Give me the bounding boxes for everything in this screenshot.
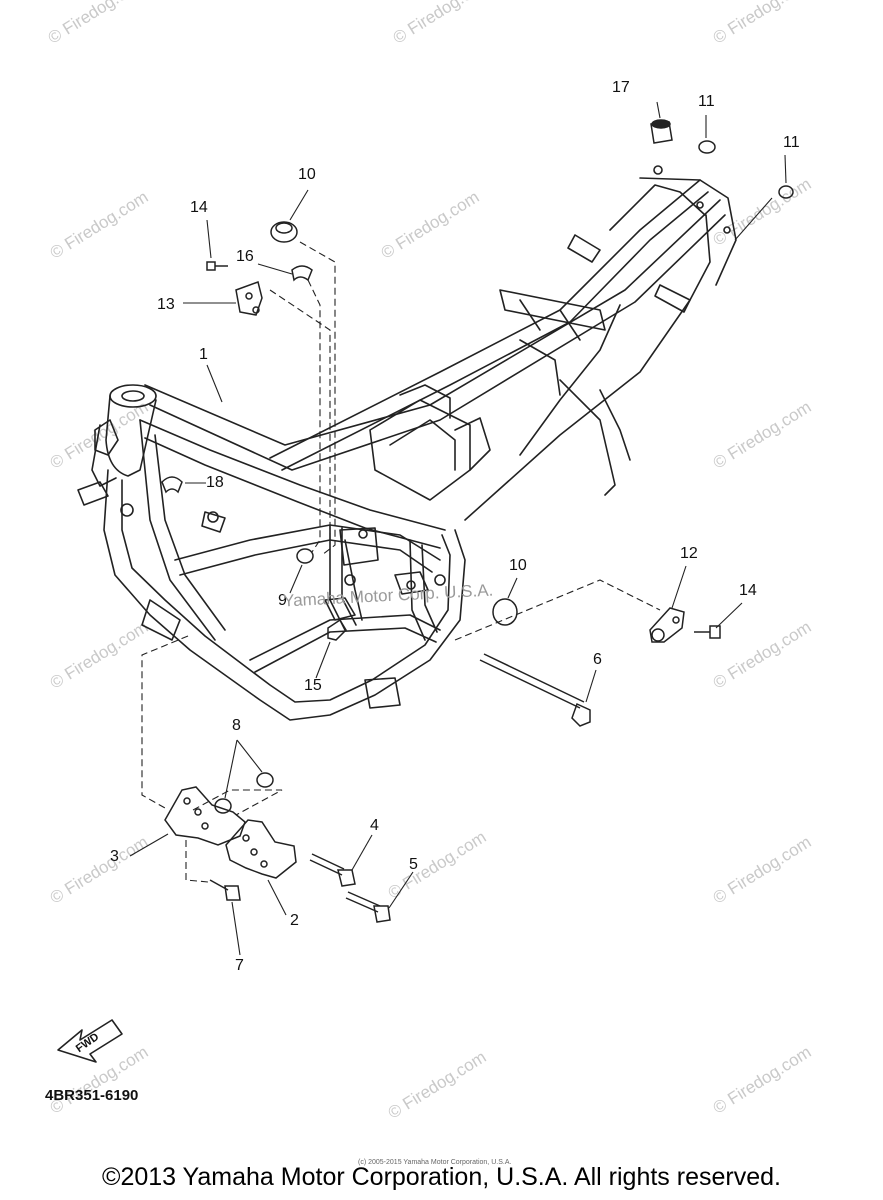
callout-5: 5	[409, 856, 418, 873]
callout-16: 16	[236, 248, 254, 265]
callout-10: 10	[509, 557, 527, 574]
callout-17: 17	[612, 79, 630, 96]
frame-drawing	[77, 165, 737, 721]
small-credit: (c) 2005-2015 Yamaha Motor Corporation, …	[358, 1159, 512, 1166]
leader-lines	[129, 101, 787, 956]
callout-6: 6	[593, 651, 602, 668]
callout-2: 2	[290, 912, 299, 929]
callout-13: 13	[157, 296, 175, 313]
callout-7: 7	[235, 957, 244, 974]
small-parts	[161, 119, 794, 923]
callout-18: 18	[206, 474, 224, 491]
callout-12: 12	[680, 545, 698, 562]
callout-4: 4	[370, 817, 379, 834]
callout-1: 1	[199, 346, 208, 363]
part-code: 4BR351-6190	[45, 1087, 139, 1104]
callout-9: 9	[278, 592, 287, 609]
callout-10: 10	[298, 166, 316, 183]
copyright-footer: ©2013 Yamaha Motor Corporation, U.S.A. A…	[102, 1163, 781, 1191]
callout-14: 14	[739, 582, 757, 599]
callout-15: 15	[304, 677, 322, 694]
callout-3: 3	[110, 848, 119, 865]
callout-14: 14	[190, 199, 208, 216]
fwd-arrow-icon	[57, 1019, 123, 1063]
callout-8: 8	[232, 717, 241, 734]
callout-11: 11	[698, 93, 715, 110]
callout-11: 11	[783, 134, 800, 151]
